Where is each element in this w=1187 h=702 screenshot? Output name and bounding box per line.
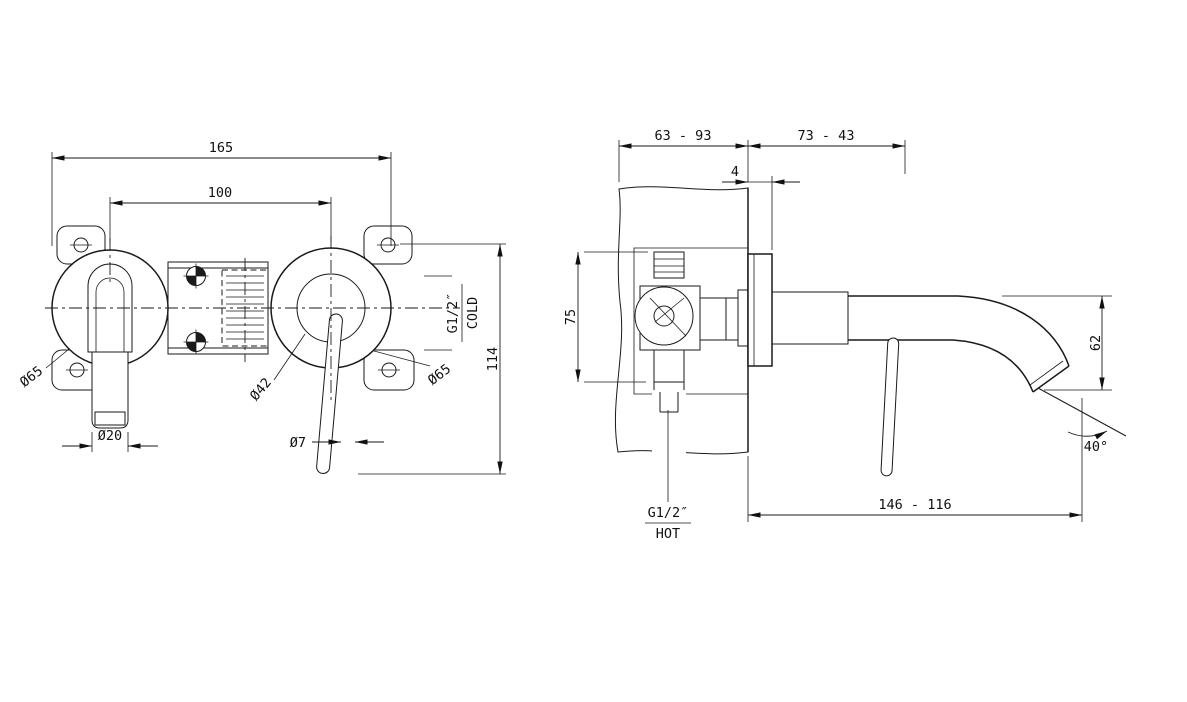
- dia-cartridge-label: Ø42: [247, 375, 275, 404]
- dia-spout-label: Ø20: [98, 428, 122, 444]
- outlet-face: [1032, 365, 1070, 393]
- cold-inlet-callout: G1/2″ COLD: [424, 275, 481, 351]
- dim-outlet-drop: 62: [1002, 295, 1112, 391]
- dim-body-height: 75: [563, 251, 648, 383]
- dim-center-distance-label: 100: [208, 185, 232, 201]
- front-view: 165 100 114 Ø65 Ø42 Ø65: [17, 140, 506, 475]
- dim-projection-label: 73 - 43: [798, 128, 855, 144]
- dim-body-height-label: 75: [563, 309, 579, 325]
- mounting-screw-bottom: [183, 329, 209, 355]
- cartridge-housing: [634, 286, 694, 346]
- outlet-aerator: [1029, 360, 1064, 386]
- dim-overall-width: 165: [51, 140, 392, 246]
- cold-inlet-thread-label: G1/2″: [445, 293, 461, 334]
- dim-total-height-label: 114: [485, 347, 501, 371]
- mounting-ear-top-right: [363, 225, 413, 265]
- spout-tube: [91, 351, 129, 429]
- concealed-body: [167, 258, 269, 362]
- dia-handle-rod-label: Ø7: [290, 435, 306, 451]
- hot-inlet-callout: G1/2″ HOT: [645, 410, 691, 542]
- side-view: 63 - 93 73 - 43 4 75 62: [563, 128, 1127, 542]
- spout-front: [87, 263, 133, 429]
- dim-wall-depth-label: 63 - 93: [655, 128, 712, 144]
- spout-side: [848, 295, 1070, 393]
- hot-supply-stub: [659, 392, 679, 413]
- hot-inlet-label: HOT: [656, 526, 680, 542]
- handle-side: [880, 337, 900, 477]
- aerator: [94, 411, 126, 426]
- dim-spout-reach-label: 146 - 116: [878, 497, 951, 513]
- dim-plate-offset: 4: [722, 164, 800, 250]
- outlet-angle-label: 40°: [1084, 439, 1108, 455]
- dim-spout-reach: 146 - 116: [747, 398, 1083, 522]
- dia-left-escutcheon-label: Ø65: [17, 363, 46, 391]
- wall-niche-outline: [633, 247, 748, 395]
- dim-center-distance: 100: [109, 185, 332, 244]
- outlet-angle-callout: 40°: [1037, 387, 1127, 455]
- mounting-ear-bottom-right: [363, 349, 415, 391]
- escutcheon-side: [747, 253, 773, 367]
- dim-total-height: 114: [358, 243, 506, 475]
- dia-right-escutcheon-label: Ø65: [425, 361, 454, 389]
- cold-inlet-label: COLD: [465, 297, 481, 330]
- hot-inlet-thread-label: G1/2″: [648, 505, 689, 521]
- hot-inlet-port: [653, 350, 685, 390]
- dim-plate-offset-label: 4: [731, 164, 739, 180]
- dia-handle-rod-callout: Ø7: [290, 435, 384, 451]
- wall-section: [614, 186, 749, 455]
- valve-body: [634, 251, 749, 390]
- supply-channel: [652, 392, 686, 454]
- mounting-screw-top: [183, 263, 209, 289]
- dim-wall-depth: 63 - 93: [618, 128, 749, 182]
- knurled-sleeve: [771, 291, 849, 345]
- dim-overall-width-label: 165: [209, 140, 233, 156]
- dim-outlet-drop-label: 62: [1088, 335, 1104, 351]
- dia-spout-callout: Ø20: [62, 428, 158, 452]
- handle-front: [316, 313, 343, 474]
- dim-projection: 73 - 43: [748, 128, 906, 174]
